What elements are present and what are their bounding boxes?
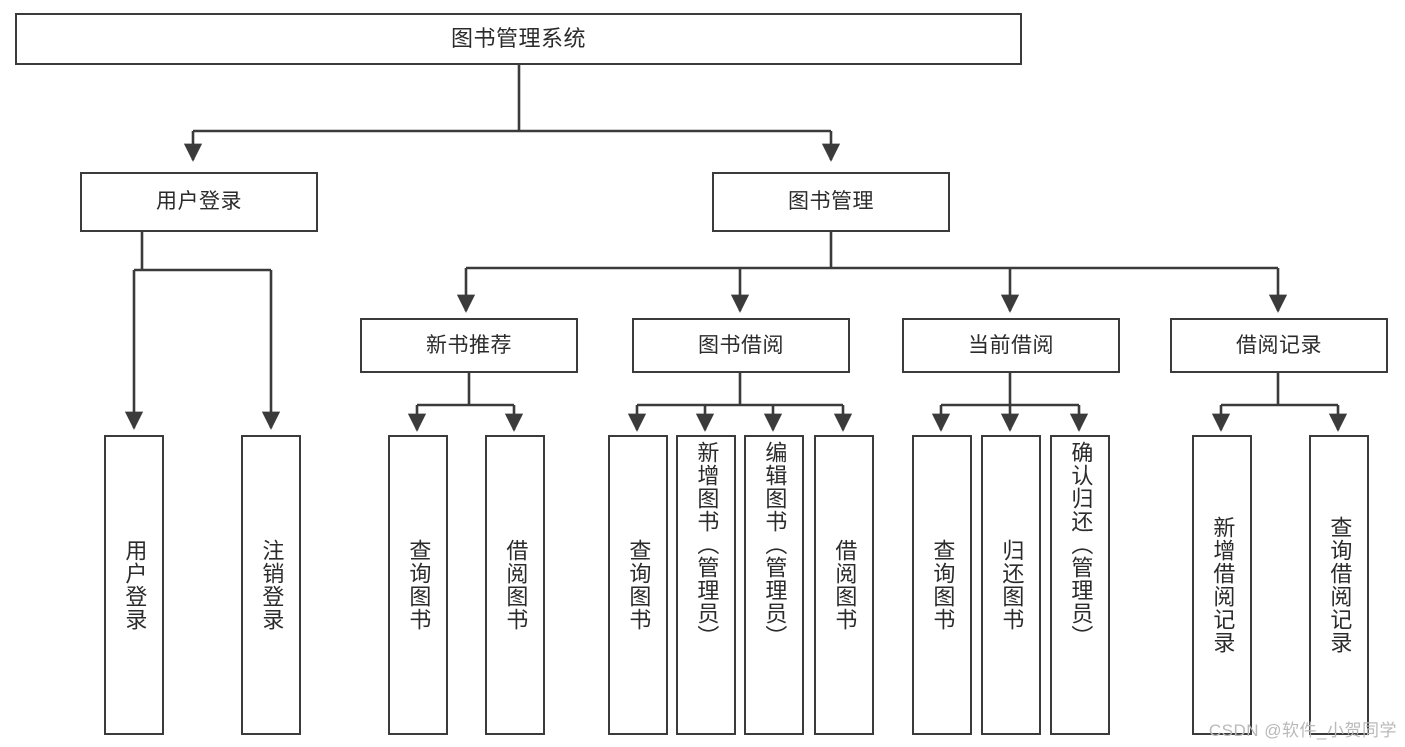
leaf-label: 新增图书（管理员） xyxy=(694,441,720,648)
node-book-borrow[interactable]: 图书借阅 xyxy=(632,318,850,373)
watermark-text: CSDN @软件_小贺同学 xyxy=(1208,721,1397,740)
leaf-logout[interactable]: 注销登录 xyxy=(241,435,301,735)
leaf-label: 查询图书 xyxy=(930,539,956,631)
leaf-add-book-admin[interactable]: 新增图书（管理员） xyxy=(676,435,736,735)
leaf-query-book-borrow[interactable]: 查询图书 xyxy=(608,435,668,735)
leaf-label: 归还图书 xyxy=(999,539,1025,631)
leaf-label: 新增借阅记录 xyxy=(1210,516,1236,654)
leaf-label: 借阅图书 xyxy=(503,539,529,631)
leaf-query-book-current[interactable]: 查询图书 xyxy=(912,435,972,735)
leaf-label: 查询借阅记录 xyxy=(1327,516,1353,654)
leaf-label: 用户登录 xyxy=(122,539,148,631)
leaf-label: 注销登录 xyxy=(259,539,285,631)
node-new-book-recommend[interactable]: 新书推荐 xyxy=(360,318,578,373)
leaf-return-book[interactable]: 归还图书 xyxy=(981,435,1041,735)
leaf-edit-book-admin[interactable]: 编辑图书（管理员） xyxy=(744,435,804,735)
node-user-login[interactable]: 用户登录 xyxy=(80,172,318,232)
leaf-label: 编辑图书（管理员） xyxy=(762,441,788,648)
leaf-confirm-return-admin[interactable]: 确认归还（管理员） xyxy=(1050,435,1110,735)
leaf-label: 借阅图书 xyxy=(832,539,858,631)
leaf-query-book-recommend[interactable]: 查询图书 xyxy=(388,435,448,735)
node-book-manage[interactable]: 图书管理 xyxy=(712,172,950,232)
node-current-borrow[interactable]: 当前借阅 xyxy=(902,318,1120,373)
node-borrow-record[interactable]: 借阅记录 xyxy=(1170,318,1388,373)
leaf-label: 确认归还（管理员） xyxy=(1068,441,1094,648)
leaf-add-borrow-record[interactable]: 新增借阅记录 xyxy=(1192,435,1252,735)
leaf-borrow-book-borrow[interactable]: 借阅图书 xyxy=(814,435,874,735)
leaf-label: 查询图书 xyxy=(626,539,652,631)
leaf-query-borrow-record[interactable]: 查询借阅记录 xyxy=(1309,435,1369,735)
node-root-system[interactable]: 图书管理系统 xyxy=(15,13,1022,65)
leaf-label: 查询图书 xyxy=(406,539,432,631)
leaf-user-login[interactable]: 用户登录 xyxy=(104,435,164,735)
leaf-borrow-book-recommend[interactable]: 借阅图书 xyxy=(485,435,545,735)
